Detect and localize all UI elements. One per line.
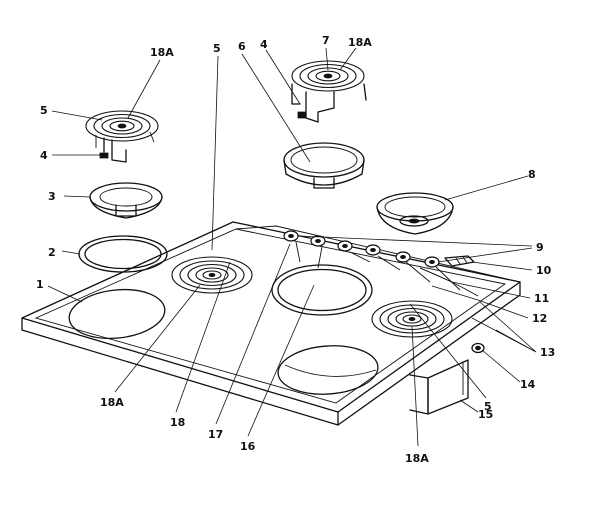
label-12: 12 (532, 312, 547, 325)
label-6: 6 (238, 40, 246, 53)
drip-pan-left (89, 182, 163, 219)
label-5-bottom: 5 (484, 400, 492, 413)
label-17: 17 (208, 428, 223, 441)
label-7: 7 (322, 34, 330, 47)
label-5-left: 5 (40, 104, 48, 117)
label-13: 13 (540, 346, 555, 359)
reflector-pan-large (283, 142, 365, 189)
label-4-top: 4 (260, 38, 268, 51)
exploded-coil-top (291, 60, 367, 123)
coil-element-left-rear (171, 256, 253, 294)
cooktop-top-panel (21, 221, 521, 426)
indicator-light (471, 342, 485, 354)
label-1: 1 (36, 278, 44, 291)
junction-box (409, 359, 469, 415)
leader-lines (47, 47, 537, 447)
label-14: 14 (520, 378, 536, 391)
label-5-top: 5 (213, 42, 221, 55)
label-15: 15 (478, 408, 493, 421)
label-3: 3 (48, 190, 56, 203)
terminal-block-top (297, 111, 307, 119)
drip-pan-right (376, 192, 454, 235)
trim-ring-left (78, 235, 168, 273)
coil-element-right-front (371, 300, 453, 338)
label-18a-bottom-left: 18A (100, 396, 124, 409)
label-18a-top-left: 18A (150, 46, 174, 59)
part-labels: 1 2 3 4 5 18A 5 6 4 7 18A 8 9 10 11 12 1… (36, 34, 555, 465)
label-10: 10 (536, 264, 552, 277)
right-front-opening (277, 345, 379, 395)
label-9: 9 (536, 241, 544, 254)
label-18a-bottom-right: 18A (405, 452, 429, 465)
label-16: 16 (240, 440, 256, 453)
exploded-coil-left (85, 110, 159, 163)
label-8: 8 (528, 168, 536, 181)
label-4-left: 4 (40, 149, 48, 162)
label-2: 2 (48, 246, 56, 259)
label-18a-top-right: 18A (348, 36, 372, 49)
label-11: 11 (534, 292, 549, 305)
cooktop-burner-openings (68, 288, 379, 395)
terminal-block-left (99, 152, 109, 159)
control-knobs (283, 230, 440, 268)
large-reflector-opening (271, 264, 373, 316)
left-front-opening (68, 288, 166, 340)
label-18: 18 (170, 416, 185, 429)
